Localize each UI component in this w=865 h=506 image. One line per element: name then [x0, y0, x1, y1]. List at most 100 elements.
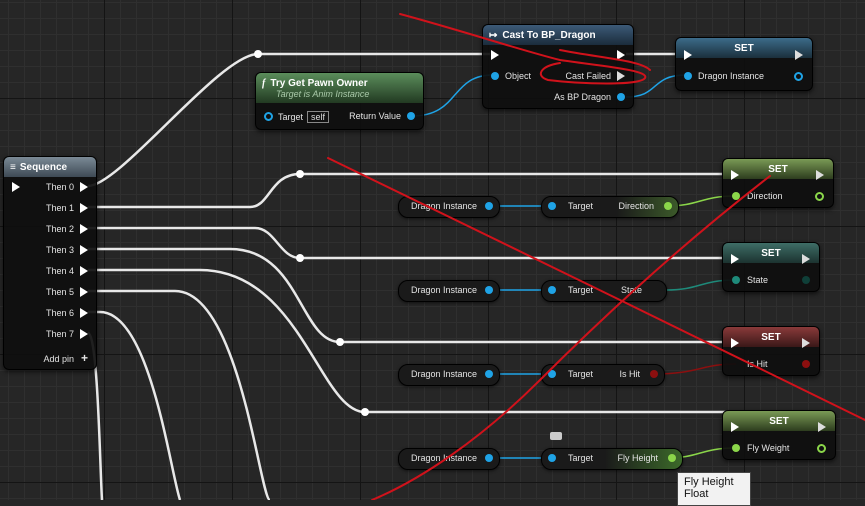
then-3-label: Then 3 — [45, 245, 74, 255]
exec-wire — [88, 289, 272, 500]
function-icon: f — [262, 77, 266, 89]
add-pin-label[interactable]: Add pin — [43, 354, 74, 364]
dragon-instance-getter[interactable]: Dragon Instance — [398, 364, 500, 386]
direction-set-out-pin[interactable] — [815, 192, 824, 201]
set-is-hit-header: SET — [723, 327, 819, 347]
cast-exec-out-pin[interactable] — [617, 50, 625, 60]
dragon-instance-out-pin[interactable] — [794, 72, 803, 81]
target-label: Target — [568, 453, 594, 463]
getter-label: Dragon Instance — [411, 369, 478, 379]
fly-weight-in-pin[interactable] — [732, 444, 740, 452]
set-dragon-instance-node[interactable]: SET Dragon Instance — [675, 37, 813, 91]
set-fly-weight-label: Fly Weight — [747, 443, 790, 453]
annotation-stroke — [559, 49, 651, 71]
object-label: Object — [505, 71, 532, 81]
set-dragon-exec-out-pin[interactable] — [795, 50, 803, 60]
cast-failed-label: Cast Failed — [565, 71, 611, 81]
dragon-instance-getter[interactable]: Dragon Instance — [398, 280, 500, 302]
return-value-pin[interactable] — [407, 112, 415, 120]
set-is-hit-node[interactable]: SET Is Hit — [722, 326, 820, 376]
set-state-exec-in-pin[interactable] — [731, 254, 739, 264]
then-5-pin[interactable] — [80, 287, 88, 297]
set-is-hit-exec-in-pin[interactable] — [731, 338, 739, 348]
then-6-pin[interactable] — [80, 308, 88, 318]
get-state-node[interactable]: Target State — [541, 280, 667, 302]
comment-icon[interactable] — [550, 432, 562, 440]
set-fly-weight-exec-out-pin[interactable] — [818, 422, 826, 432]
getter-out-pin[interactable] — [485, 202, 493, 210]
state-label: State — [620, 285, 642, 295]
try-get-pawn-owner-node[interactable]: f Try Get Pawn Owner Target is Anim Inst… — [255, 72, 424, 130]
set-is-hit-exec-out-pin[interactable] — [802, 338, 810, 348]
getter-label: Dragon Instance — [411, 453, 478, 463]
self-field[interactable]: self — [307, 111, 330, 123]
try-get-title: Try Get Pawn Owner — [270, 77, 368, 89]
set-state-label: State — [747, 275, 769, 285]
fly-weight-set-out-pin[interactable] — [817, 444, 826, 453]
get-fly-height-node[interactable]: Target Fly Height — [541, 448, 683, 470]
target-in-pin[interactable] — [548, 454, 556, 462]
target-label: Target — [568, 201, 594, 211]
sequence-icon: ≡ — [10, 161, 16, 173]
target-in-pin[interactable] — [548, 286, 556, 294]
set-direction-header: SET — [723, 159, 833, 179]
target-pin[interactable] — [264, 112, 273, 121]
set-state-exec-out-pin[interactable] — [802, 254, 810, 264]
then-4-label: Then 4 — [45, 266, 74, 276]
dragon-instance-label: Dragon Instance — [698, 71, 765, 81]
state-in-pin[interactable] — [732, 276, 740, 284]
target-in-pin[interactable] — [548, 370, 556, 378]
then-2-pin[interactable] — [80, 224, 88, 234]
exec-wire — [88, 310, 182, 500]
target-label: Target — [568, 285, 594, 295]
set-fly-weight-exec-in-pin[interactable] — [731, 422, 739, 432]
try-get-header: f Try Get Pawn Owner Target is Anim Inst… — [256, 73, 423, 103]
is-hit-out-pin[interactable] — [650, 370, 658, 378]
set-is-hit-label: Is Hit — [747, 359, 768, 369]
sequence-node[interactable]: ≡ Sequence Then 0 Then 1 Then 2 Then 3 T… — [3, 156, 97, 370]
get-direction-node[interactable]: Target Direction — [541, 196, 679, 218]
sequence-exec-in-pin[interactable] — [12, 182, 20, 192]
set-dragon-exec-in-pin[interactable] — [684, 50, 692, 60]
as-bp-dragon-pin[interactable] — [617, 93, 625, 101]
cast-header: ↦ Cast To BP_Dragon — [483, 25, 633, 45]
state-set-out-pin[interactable] — [802, 276, 810, 284]
getter-out-pin[interactable] — [485, 370, 493, 378]
exec-wire — [87, 52, 490, 188]
is-hit-label: Is Hit — [619, 369, 640, 379]
fly-height-out-pin[interactable] — [668, 454, 676, 462]
set-fly-weight-node[interactable]: SET Fly Weight — [722, 410, 836, 460]
tooltip-title: Fly Height — [684, 476, 734, 488]
then-5-label: Then 5 — [45, 287, 74, 297]
direction-in-pin[interactable] — [732, 192, 740, 200]
direction-label: Direction — [618, 201, 654, 211]
dragon-instance-in-pin[interactable] — [684, 72, 692, 80]
getter-out-pin[interactable] — [485, 454, 493, 462]
cast-icon: ↦ — [489, 29, 498, 41]
dragon-instance-getter[interactable]: Dragon Instance — [398, 448, 500, 470]
exec-wire — [88, 247, 732, 344]
set-direction-exec-out-pin[interactable] — [816, 170, 824, 180]
cast-exec-in-pin[interactable] — [491, 50, 499, 60]
target-in-pin[interactable] — [548, 202, 556, 210]
is-hit-set-out-pin[interactable] — [802, 360, 810, 368]
then-0-label: Then 0 — [45, 182, 74, 192]
getter-label: Dragon Instance — [411, 285, 478, 295]
then-7-pin[interactable] — [80, 329, 88, 339]
object-pin[interactable] — [491, 72, 499, 80]
add-pin-icon[interactable]: + — [80, 351, 88, 365]
then-4-pin[interactable] — [80, 266, 88, 276]
set-direction-label: Direction — [747, 191, 783, 201]
fly-height-label: Fly Height — [617, 453, 658, 463]
then-0-pin[interactable] — [80, 182, 88, 192]
get-is-hit-node[interactable]: Target Is Hit — [541, 364, 665, 386]
then-6-label: Then 6 — [45, 308, 74, 318]
set-direction-exec-in-pin[interactable] — [731, 170, 739, 180]
direction-out-pin[interactable] — [664, 202, 672, 210]
set-state-node[interactable]: SET State — [722, 242, 820, 292]
then-1-pin[interactable] — [80, 203, 88, 213]
then-3-pin[interactable] — [80, 245, 88, 255]
then-7-label: Then 7 — [45, 329, 74, 339]
getter-out-pin[interactable] — [485, 286, 493, 294]
cast-failed-pin[interactable] — [617, 71, 625, 81]
